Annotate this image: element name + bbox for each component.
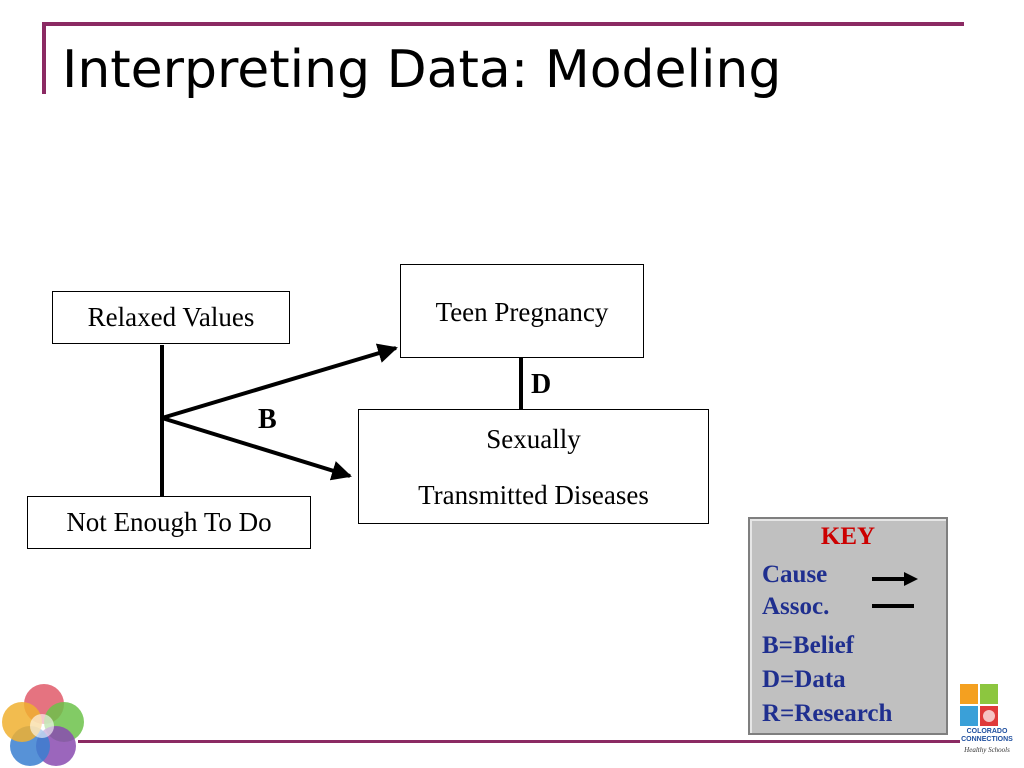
colorado-connections-logo-icon — [960, 684, 998, 726]
node-teen-pregnancy-label: Teen Pregnancy — [435, 297, 609, 327]
node-teen-pregnancy: Teen Pregnancy — [400, 264, 644, 358]
legend-key: KEY Cause Assoc. B=Belief D=Data R=Resea… — [748, 517, 948, 735]
legend-research-label: R=Research — [762, 700, 893, 727]
colorado-connections-logo: COLORADO CONNECTIONS Healthy Schools — [958, 682, 1018, 762]
node-relaxed-values: Relaxed Values — [52, 291, 290, 344]
legend-line-icon — [872, 604, 914, 608]
edge-label-data: D — [531, 369, 552, 400]
cause-arrow-teen-pregnancy — [161, 343, 398, 420]
title-accent-bar-top — [42, 22, 964, 26]
title-accent-bar-left — [42, 22, 46, 94]
node-std-label-line2: Transmitted Diseases — [418, 480, 649, 510]
legend-data-label: D=Data — [762, 666, 846, 693]
node-std: Sexually Transmitted Diseases — [358, 409, 709, 524]
node-not-enough-to-do-label: Not Enough To Do — [66, 507, 272, 537]
legend-cause-label: Cause — [762, 561, 828, 588]
legend-belief-label: B=Belief — [762, 632, 855, 659]
edge-label-belief: B — [258, 404, 277, 435]
node-not-enough-to-do: Not Enough To Do — [27, 496, 311, 549]
legend-arrow-icon — [872, 572, 918, 586]
flower-logo-icon — [2, 684, 84, 766]
cause-arrow-std — [161, 416, 352, 481]
legend-assoc-label: Assoc. — [762, 593, 830, 620]
colorado-connections-text: COLORADO CONNECTIONS — [961, 728, 1013, 743]
node-std-label-line1: Sexually — [486, 424, 581, 454]
node-relaxed-values-label: Relaxed Values — [87, 302, 255, 332]
healthy-schools-text: Healthy Schools — [964, 746, 1010, 754]
footer-accent-line — [78, 740, 960, 743]
legend-title: KEY — [820, 523, 876, 550]
page-title: Interpreting Data: Modeling — [62, 40, 782, 100]
